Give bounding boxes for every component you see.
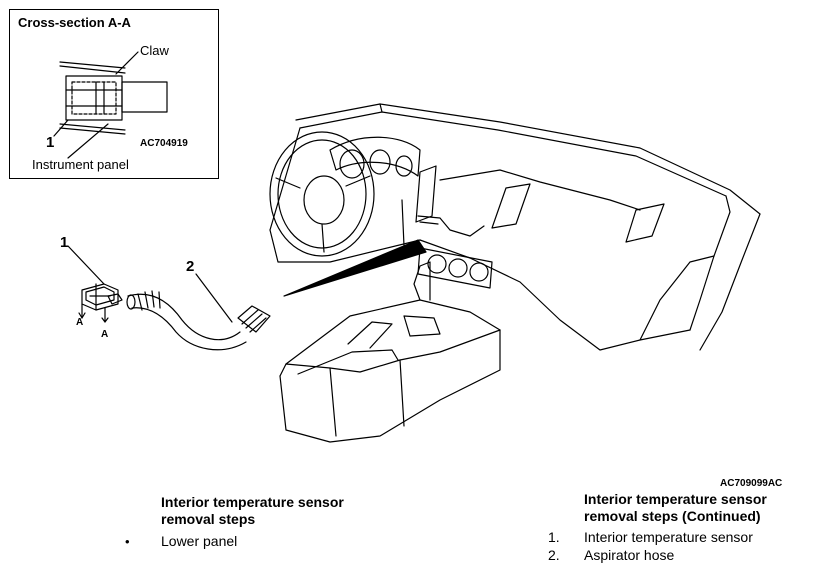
- inset-figure-code: AC704919: [140, 138, 188, 149]
- list-item-number: 1.: [548, 529, 560, 545]
- inset-title: Cross-section A-A: [18, 15, 131, 30]
- bullet-marker: •: [125, 534, 130, 549]
- list-item-label: Interior temperature sensor: [584, 529, 753, 545]
- callout-1: 1: [60, 234, 69, 251]
- pointer-wedge: [283, 239, 427, 297]
- list-item-lower-panel: Lower panel: [161, 533, 238, 549]
- cross-section-inset: [9, 9, 219, 179]
- list-item-label: Aspirator hose: [584, 547, 675, 563]
- removal-steps-heading: Interior temperature sensor removal step…: [161, 494, 344, 528]
- instrument-panel-label: Instrument panel: [32, 157, 129, 172]
- aspirator-hose-drawing: [126, 273, 271, 351]
- cross-section-drawing: [53, 51, 168, 159]
- claw-label: Claw: [140, 43, 169, 58]
- figure-code: AC709099AC: [720, 478, 783, 489]
- removal-steps-heading-line1: Interior temperature sensor: [161, 494, 344, 510]
- section-mark-a-right: A: [101, 329, 109, 340]
- removal-steps-heading-line2: removal steps: [161, 511, 256, 527]
- callout-2: 2: [186, 258, 195, 275]
- interior-temperature-sensor-drawing: [67, 245, 123, 323]
- removal-steps-continued-heading-line1: Interior temperature sensor: [584, 491, 767, 507]
- list-item-number: 2.: [548, 547, 560, 563]
- removal-steps-continued-heading: Interior temperature sensor removal step…: [584, 491, 767, 525]
- section-mark-a-left: A: [76, 317, 84, 328]
- steering-wheel-drawing: [269, 131, 485, 257]
- inset-callout-number: 1: [46, 134, 55, 151]
- removal-steps-continued-heading-line2: removal steps (Continued): [584, 508, 761, 524]
- center-console-drawing: [279, 261, 501, 443]
- dashboard-outline: [269, 103, 761, 351]
